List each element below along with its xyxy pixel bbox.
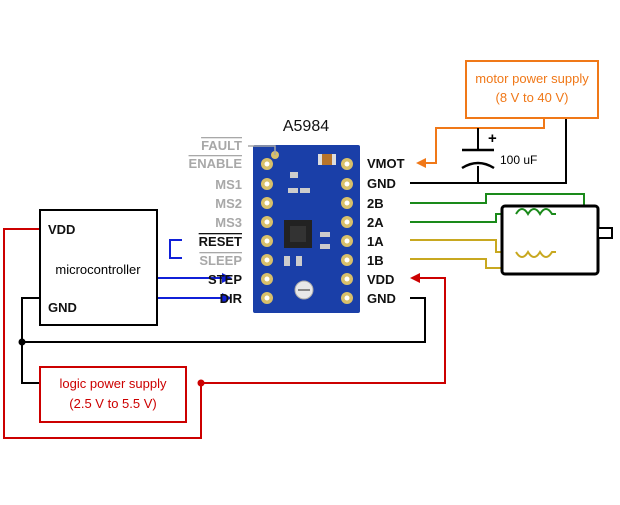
motor-supply-title: motor power supply — [475, 71, 589, 86]
motor-body — [500, 204, 600, 276]
pin-ms3: MS3 — [215, 215, 242, 230]
pin-vmot: VMOT — [367, 156, 405, 171]
right-pin-labels: VMOT GND 2B 2A 1A 1B VDD GND — [367, 156, 405, 306]
left-header-pads — [261, 158, 273, 304]
pin-dir: DIR — [220, 291, 243, 306]
capacitor: + 100 uF — [461, 130, 537, 170]
driver-board — [253, 145, 360, 313]
chip-title: A5984 — [283, 118, 329, 135]
logic-supply-title: logic power supply — [60, 376, 167, 391]
pin-sleep: SLEEP — [199, 253, 242, 268]
pin-step: STEP — [208, 272, 242, 287]
stepper-motor — [500, 204, 613, 276]
pin-ms2: MS2 — [215, 196, 242, 211]
signal-wires — [157, 239, 232, 303]
pin-ms1: MS1 — [215, 177, 242, 192]
logic-supply-box — [39, 366, 187, 423]
pin-1a: 1A — [367, 234, 384, 249]
left-pin-labels: FAULT ENABLE MS1 MS2 MS3 RESET SLEEP STE… — [189, 138, 243, 306]
pin-enable: ENABLE — [189, 156, 243, 171]
green-coil — [515, 208, 556, 216]
capacitor-plus: + — [488, 130, 497, 147]
pin-reset: RESET — [199, 234, 242, 249]
mcu-name: microcontroller — [55, 262, 141, 277]
board-capacitor — [318, 154, 336, 165]
microcontroller: VDD microcontroller GND — [39, 209, 158, 326]
motor-supply-range: (8 V to 40 V) — [496, 90, 569, 105]
motor-supply-box — [465, 60, 599, 119]
motor-power-supply: motor power supply (8 V to 40 V) — [465, 60, 599, 119]
logic-junction-dot — [197, 379, 205, 387]
pin-2a: 2A — [367, 215, 384, 230]
yellow-coil — [515, 250, 556, 258]
pin-2b: 2B — [367, 196, 384, 211]
ground-junction-dot — [18, 338, 26, 346]
pin-fault: FAULT — [201, 138, 242, 153]
logic-power-wires — [3, 224, 446, 439]
pin-gnd-bottom: GND — [367, 291, 396, 306]
logic-power-supply: logic power supply (2.5 V to 5.5 V) — [39, 366, 187, 423]
fault-lead — [248, 145, 276, 155]
logic-supply-range: (2.5 V to 5.5 V) — [69, 396, 156, 411]
microcontroller-box — [39, 209, 158, 326]
pin-1b: 1B — [367, 253, 384, 268]
pin-vdd: VDD — [367, 272, 394, 287]
capacitor-value: 100 uF — [500, 153, 537, 167]
mcu-gnd-label: GND — [48, 300, 77, 315]
vmot-wires — [416, 118, 545, 168]
pin-gnd-top: GND — [367, 176, 396, 191]
right-header-pads — [341, 158, 353, 304]
motor-shaft — [597, 227, 613, 239]
mcu-vdd-label: VDD — [48, 222, 75, 237]
